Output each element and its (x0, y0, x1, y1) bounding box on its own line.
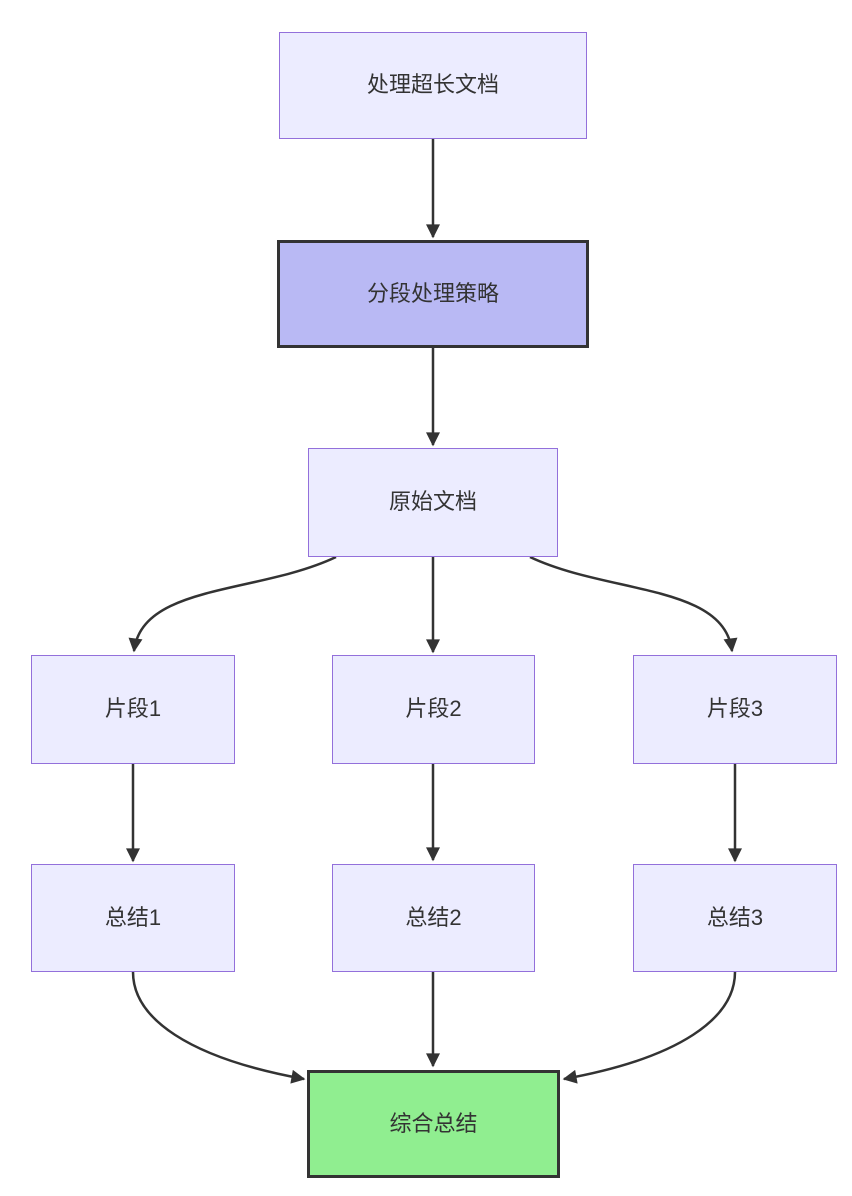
node-strategy-label: 分段处理策略 (366, 280, 499, 306)
node-final-label: 综合总结 (389, 1110, 478, 1136)
edge-sum1-final (131, 971, 306, 1084)
node-seg3: 片段3 (633, 655, 837, 764)
node-sum1: 总结1 (31, 864, 235, 972)
node-doc: 处理超长文档 (279, 32, 587, 139)
node-seg2: 片段2 (332, 655, 535, 764)
edge-sum3-final (562, 971, 737, 1084)
node-sum3-label: 总结3 (706, 904, 764, 930)
node-strategy: 分段处理策略 (277, 240, 589, 348)
edge-original-seg3 (529, 555, 738, 653)
node-seg2-label: 片段2 (405, 696, 462, 722)
node-original: 原始文档 (308, 448, 558, 557)
node-seg1: 片段1 (31, 655, 235, 764)
node-sum2: 总结2 (332, 864, 535, 972)
edge-original-seg1 (128, 555, 337, 653)
node-seg1-label: 片段1 (104, 696, 162, 722)
node-seg3-label: 片段3 (706, 696, 764, 722)
node-original-label: 原始文档 (388, 489, 477, 515)
node-doc-label: 处理超长文档 (366, 72, 499, 98)
node-sum3: 总结3 (633, 864, 837, 972)
node-sum1-label: 总结1 (104, 904, 162, 930)
node-sum2-label: 总结2 (405, 904, 462, 930)
node-final: 综合总结 (307, 1070, 560, 1178)
